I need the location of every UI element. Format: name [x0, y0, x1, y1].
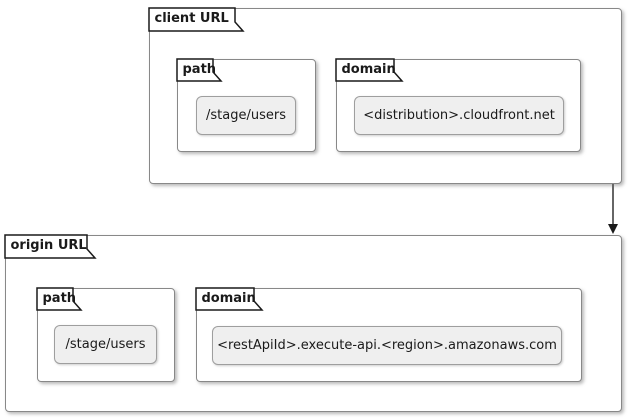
frame-client-url-title: client URL: [154, 10, 229, 26]
frame-origin-url-tab: origin URL: [3, 233, 97, 259]
box-client-path-value: /stage/users: [196, 96, 296, 135]
frame-origin-url: origin URL path /stage/users domain: [3, 233, 622, 412]
frame-tab-shape: [194, 286, 264, 311]
frame-tab-shape: [147, 6, 245, 32]
box-client-domain-value: <distribution>.cloudfront.net: [354, 96, 564, 135]
arrow-line: [612, 184, 614, 225]
frame-client-domain: domain <distribution>.cloudfront.net: [334, 57, 581, 152]
frame-client-domain-tab: domain: [334, 57, 404, 82]
frame-client-path-tab: path: [175, 57, 223, 82]
box-origin-domain-value: <restApiId>.execute-api.<region>.amazona…: [212, 326, 562, 365]
frame-client-path: path /stage/users: [175, 57, 316, 152]
frame-origin-url-title: origin URL: [10, 237, 87, 253]
frame-client-domain-title: domain: [341, 61, 396, 77]
frame-origin-domain-title: domain: [201, 290, 256, 306]
frame-tab-shape: [175, 57, 223, 82]
arrow-head: [608, 224, 618, 234]
origin-domain-value-text: <restApiId>.execute-api.<region>.amazona…: [217, 338, 557, 353]
client-path-value-text: /stage/users: [206, 108, 286, 123]
frame-origin-path-title: path: [42, 290, 77, 306]
client-domain-value-text: <distribution>.cloudfront.net: [363, 108, 555, 123]
frame-tab-shape: [3, 233, 97, 259]
frame-origin-path: path /stage/users: [35, 286, 175, 382]
frame-client-url: client URL path /stage/users domain: [147, 6, 622, 184]
frame-origin-domain-tab: domain: [194, 286, 264, 311]
box-origin-path-value: /stage/users: [54, 325, 157, 364]
frame-origin-domain: domain <restApiId>.execute-api.<region>.…: [194, 286, 582, 382]
frame-tab-shape: [334, 57, 404, 82]
origin-path-value-text: /stage/users: [65, 337, 146, 352]
frame-tab-shape: [35, 286, 83, 311]
frame-origin-path-tab: path: [35, 286, 83, 311]
frame-client-path-title: path: [182, 61, 217, 77]
frame-client-url-tab: client URL: [147, 6, 245, 32]
